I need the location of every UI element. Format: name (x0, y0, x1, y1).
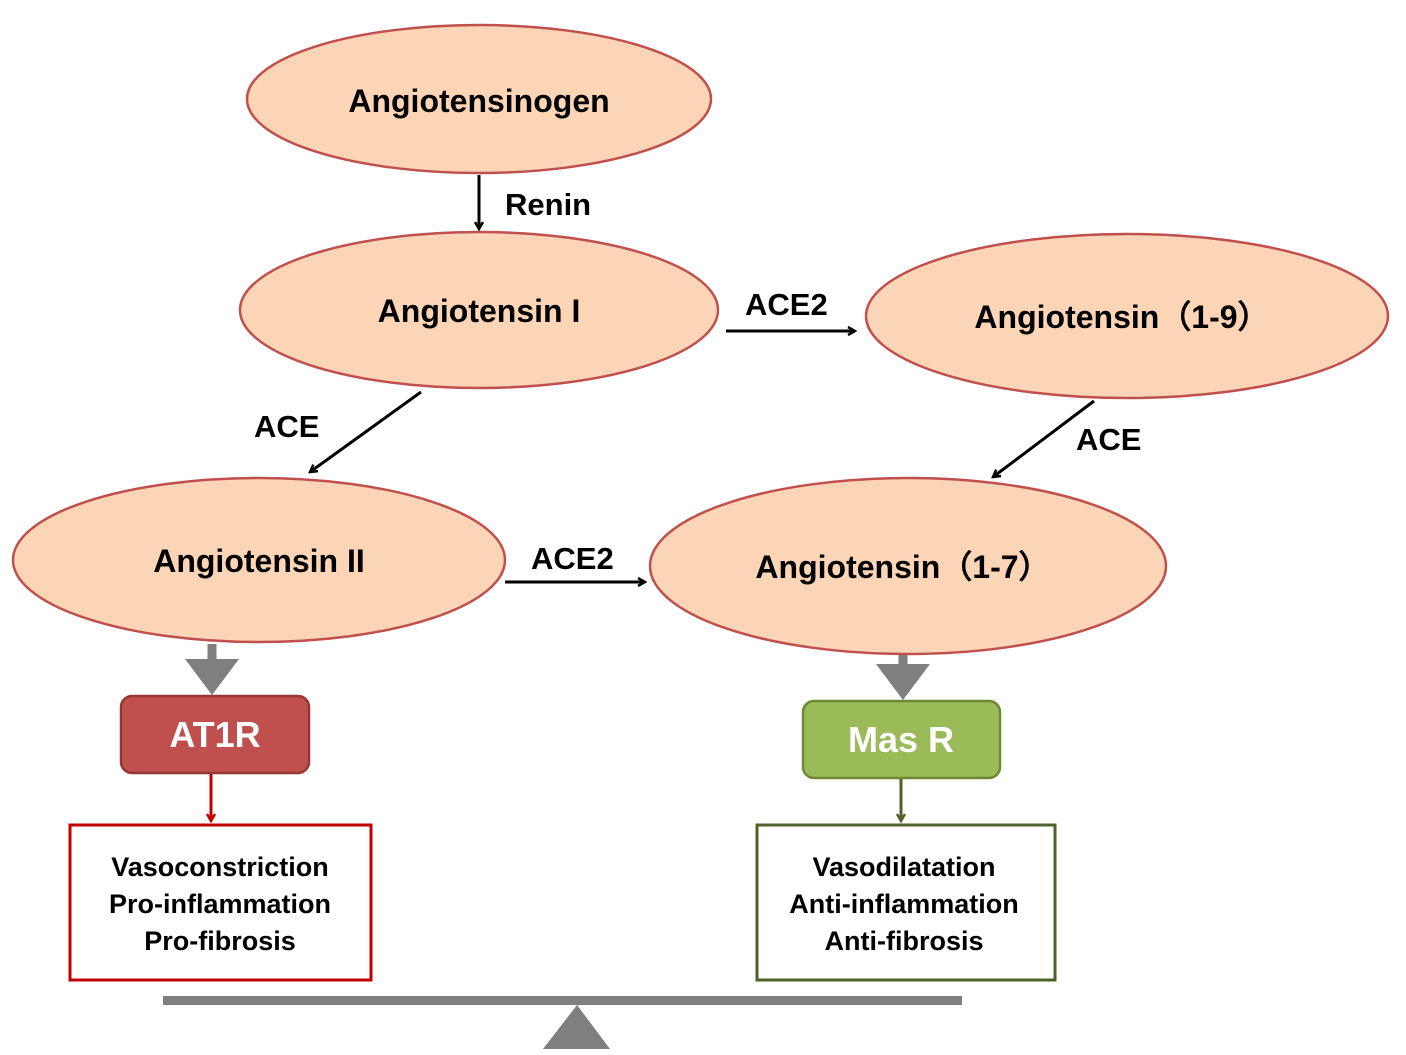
at1r-label: AT1R (169, 714, 260, 755)
renin-label: Renin (505, 187, 591, 222)
protective-effect-vasodilatation: Vasodilatation (812, 852, 995, 882)
harmful-effect-pro-inflammation: Pro-inflammation (109, 889, 331, 919)
node-angiotensin-ii-label: Angiotensin II (153, 543, 365, 579)
protective-effect-anti-fibrosis: Anti-fibrosis (825, 926, 984, 956)
harmful-effect-pro-fibrosis: Pro-fibrosis (144, 926, 296, 956)
mas-r-receptor: Mas R (801, 699, 1002, 780)
ace-left-arrow (310, 390, 422, 472)
node-angiotensinogen: Angiotensinogen (245, 23, 713, 175)
node-angiotensin-i-label: Angiotensin I (378, 293, 581, 329)
node-angiotensin-1-7: Angiotensin（1-7） (648, 476, 1168, 656)
node-angiotensin-ii: Angiotensin II (11, 476, 507, 644)
ace-left-label: ACE (254, 409, 319, 444)
at1r-receptor: AT1R (119, 694, 311, 775)
ace2-top-label: ACE2 (745, 287, 828, 322)
node-angiotensin-1-9-label: Angiotensin（1-9） (974, 299, 1269, 335)
mas-r-label: Mas R (848, 719, 954, 760)
ace2-bottom-label: ACE2 (531, 541, 614, 576)
protective-effects-box: Vasodilatation Anti-inflammation Anti-fi… (755, 823, 1057, 982)
node-angiotensin-1-7-label: Angiotensin（1-7） (755, 549, 1050, 585)
node-angiotensin-1-9: Angiotensin（1-9） (864, 232, 1390, 400)
node-angiotensinogen-label: Angiotensinogen (348, 83, 609, 119)
protective-effect-anti-inflammation: Anti-inflammation (789, 889, 1019, 919)
ace-right-label: ACE (1076, 422, 1141, 457)
ace-right-arrow (993, 399, 1095, 477)
balance-fulcrum (543, 1005, 610, 1049)
balance-beam (163, 996, 962, 1005)
harmful-effect-vasoconstriction: Vasoconstriction (111, 852, 329, 882)
balance-scale (163, 996, 962, 1049)
harmful-effects-box: Vasoconstriction Pro-inflammation Pro-fi… (68, 823, 373, 982)
node-angiotensin-i: Angiotensin I (238, 230, 720, 390)
